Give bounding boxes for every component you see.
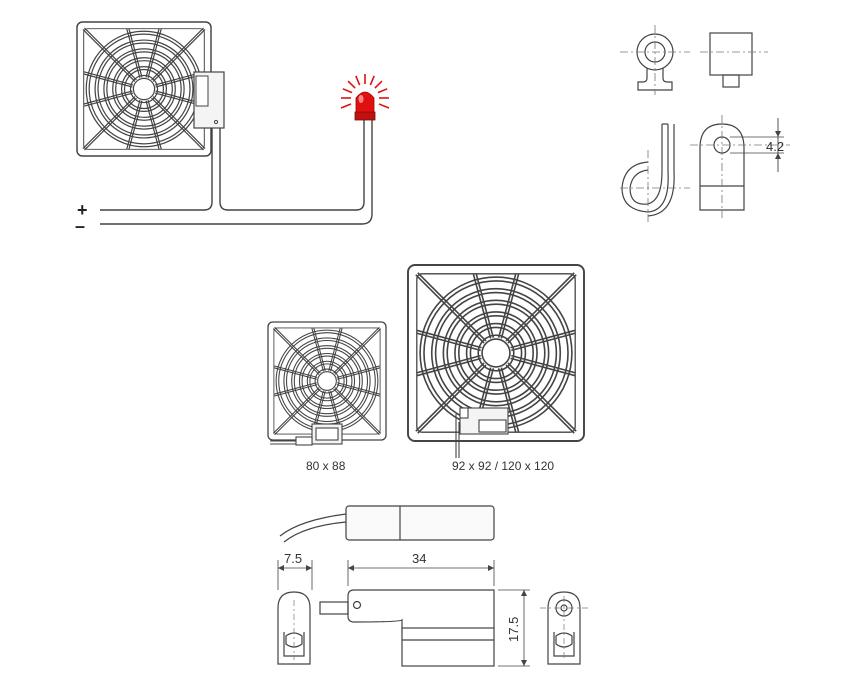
signal-lamp	[354, 91, 376, 121]
fan-filter-top	[76, 21, 212, 157]
reed-sensor-small	[270, 423, 343, 446]
clip-detail-views	[620, 25, 790, 225]
size-variants: 80 x 88 92 x 92 / 120 x 120	[267, 264, 585, 473]
sensor-dimension-drawing	[277, 505, 588, 667]
lamp-ray	[340, 103, 352, 109]
lamp-rays	[340, 74, 390, 109]
lamp-ray	[347, 80, 356, 89]
lamp-ray	[377, 88, 388, 94]
fan-filter-80	[267, 321, 387, 441]
lamp-ray	[378, 103, 390, 109]
wiring-diagram: + –	[75, 21, 390, 236]
clip-ring-front	[620, 25, 690, 95]
large-size-label: 92 x 92 / 120 x 120	[452, 459, 554, 473]
fan-filter-120	[407, 264, 585, 442]
reed-sensor-large	[455, 407, 509, 458]
reed-sensor-top	[193, 71, 225, 129]
clip-hook-profile	[620, 123, 690, 225]
dim-width-label: 7.5	[284, 551, 302, 566]
lamp-ray	[374, 80, 383, 89]
clip-side-block	[700, 32, 768, 88]
sensor-rear-view	[540, 591, 588, 665]
clip-tab-front	[690, 115, 790, 218]
wires	[100, 120, 373, 225]
lamp-ray	[369, 75, 375, 86]
dim-height-label: 17.5	[506, 617, 521, 642]
sensor-side-view	[279, 505, 495, 543]
sensor-end-view	[277, 560, 313, 665]
lamp-ray	[342, 88, 353, 94]
sensor-front-view	[319, 560, 530, 667]
small-size-label: 80 x 88	[306, 459, 346, 473]
dim-length-label: 34	[412, 551, 426, 566]
dim-hole-label: 4.2	[766, 139, 784, 154]
minus-label: –	[75, 216, 85, 236]
lamp-ray	[355, 75, 361, 86]
plus-label: +	[77, 200, 88, 220]
